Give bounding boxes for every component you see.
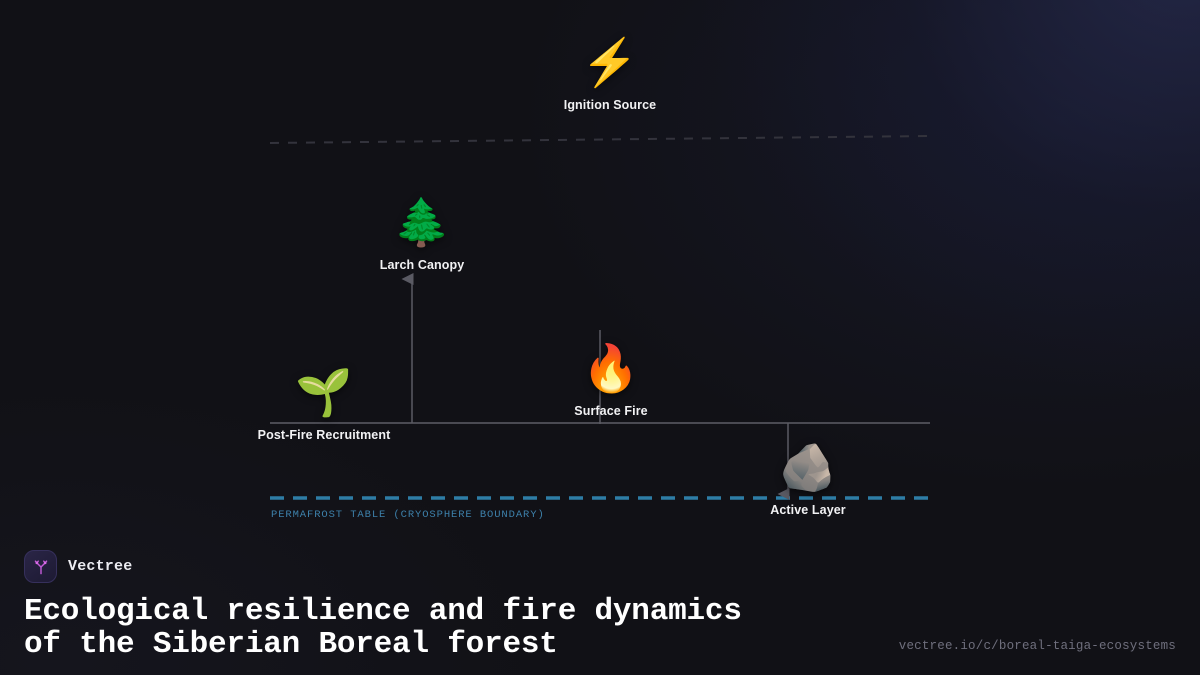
node-label-surface-fire: Surface Fire <box>574 404 648 418</box>
node-active-layer[interactable]: 🪨 Active Layer <box>688 441 928 517</box>
canopy-boundary-line <box>269 135 931 144</box>
footer-bar: Vectree Ecological resilience and fire d… <box>0 540 1200 675</box>
brand-block[interactable]: Vectree <box>24 550 132 583</box>
evergreen-tree-icon: 🌲 <box>393 196 451 248</box>
rock-icon: 🪨 <box>779 441 837 493</box>
diagram-lines-layer <box>269 135 931 500</box>
node-label-post-fire-recruitment: Post-Fire Recruitment <box>257 428 391 442</box>
permafrost-table-label: PERMAFROST TABLE (CRYOSPHERE BOUNDARY) <box>271 509 545 521</box>
page-title-line-2: of the Siberian Boreal forest <box>24 626 558 662</box>
vectree-tree-mark-icon <box>24 550 57 583</box>
page-title-line-1: Ecological resilience and fire dynamics <box>24 594 742 629</box>
source-url[interactable]: vectree.io/c/boreal-taiga-ecosystems <box>898 639 1176 653</box>
node-label-active-layer: Active Layer <box>770 503 846 517</box>
node-label-larch-canopy: Larch Canopy <box>379 258 465 272</box>
brand-name: Vectree <box>68 558 133 575</box>
node-label-ignition-source: Ignition Source <box>563 98 657 112</box>
node-post-fire-recruitment[interactable]: 🌱 Post-Fire Recruitment <box>204 366 444 442</box>
node-larch-canopy[interactable]: 🌲 Larch Canopy <box>302 196 542 272</box>
page-title: Ecological resilience and fire dynamics … <box>24 594 742 662</box>
ecosystem-cross-section-diagram: ⚡ Ignition Source 🌲 Larch Canopy 🌱 Post-… <box>204 36 931 521</box>
fire-icon: 🔥 <box>582 342 640 394</box>
node-surface-fire[interactable]: 🔥 Surface Fire <box>491 342 731 418</box>
node-ignition-source[interactable]: ⚡ Ignition Source <box>490 36 730 112</box>
lightning-bolt-icon: ⚡ <box>581 36 639 88</box>
seedling-icon: 🌱 <box>295 366 353 418</box>
